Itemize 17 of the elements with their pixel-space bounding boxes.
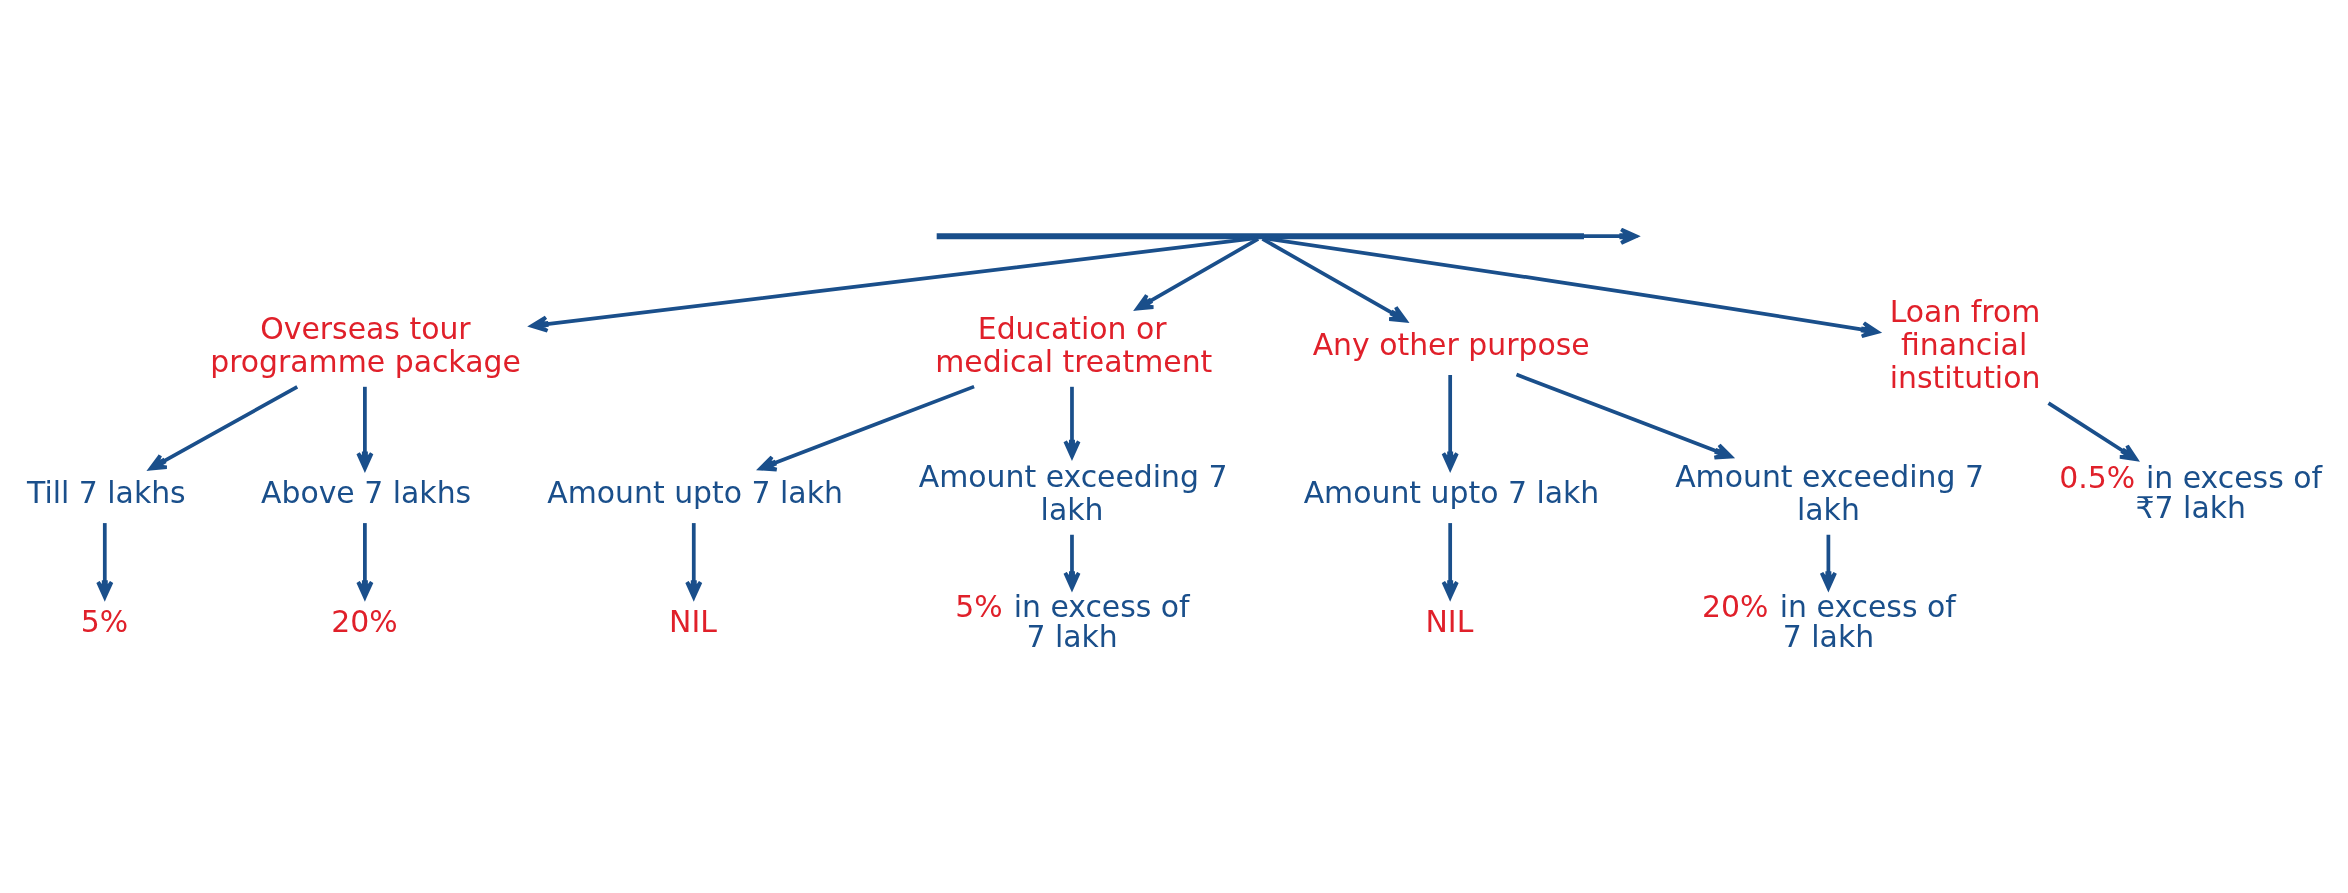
- node-text: Amount exceeding 7 lakh: [918, 458, 1228, 526]
- node-text: Amount exceeding 7 lakh: [1675, 458, 1984, 526]
- node-text: 0.5% in excess of ₹7 lakh: [2059, 459, 2323, 525]
- node-text: Education or medical treatment: [935, 310, 1213, 379]
- node-text: 20% in excess of 7 lakh: [1702, 588, 1956, 654]
- node-text: NIL: [669, 603, 717, 639]
- node-text: Loan from financial institution: [1889, 293, 2041, 395]
- node-text: Amount upto 7 lakh: [547, 474, 843, 510]
- node-text: Above 7 lakhs: [261, 474, 472, 510]
- node-text: NIL: [1425, 603, 1474, 639]
- node-text: Amount upto 7 lakh: [1303, 474, 1600, 510]
- node-text: 5% in excess of 7 lakh: [955, 588, 1190, 654]
- node-text: Any other purpose: [1312, 326, 1590, 362]
- node-text: 5%: [80, 603, 129, 639]
- node-text: 20%: [331, 603, 398, 639]
- node-text: Till 7 lakhs: [27, 474, 186, 510]
- node-text: Overseas tour programme package: [210, 310, 521, 379]
